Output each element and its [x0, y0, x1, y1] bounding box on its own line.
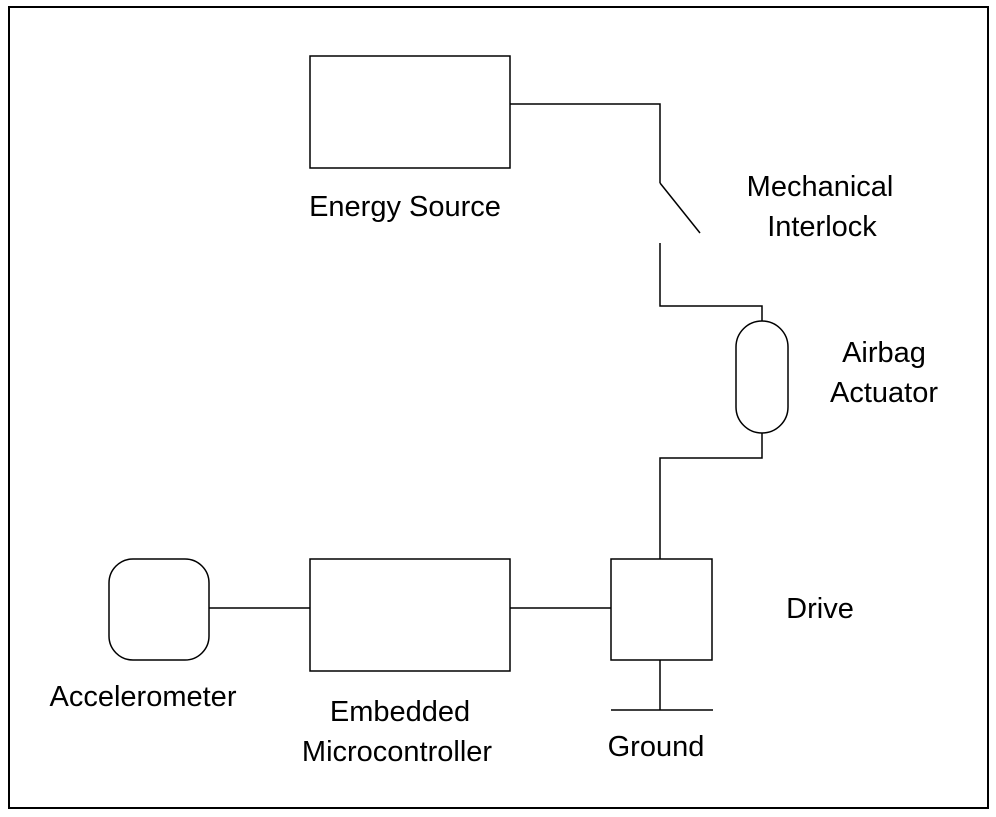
accelerometer-box: [108, 558, 210, 661]
embedded-microcontroller-box: [309, 558, 511, 672]
energy-source-box: [309, 55, 511, 169]
drive-box: [610, 558, 713, 661]
wire-interlock-to-actuator: [659, 243, 763, 321]
diagram-frame: [8, 6, 989, 809]
drive-label: Drive: [786, 593, 854, 625]
mechanical-interlock-switch: [659, 182, 701, 234]
mechanical-interlock-label-line1: Mechanical: [747, 171, 894, 203]
ground-label: Ground: [608, 731, 705, 763]
airbag-actuator-capsule: [735, 320, 789, 434]
wire-actuator-to-drive: [659, 433, 763, 559]
embedded-microcontroller-label-line1: Embedded: [330, 696, 470, 728]
airbag-actuator-label-line1: Airbag: [842, 337, 926, 369]
energy-source-label: Energy Source: [309, 191, 501, 223]
accelerometer-label: Accelerometer: [50, 681, 237, 713]
wire-energy-to-interlock: [510, 103, 661, 183]
mechanical-interlock-label-line2: Interlock: [767, 211, 877, 243]
embedded-microcontroller-label-line2: Microcontroller: [302, 736, 492, 768]
airbag-actuator-label-line2: Actuator: [830, 377, 938, 409]
